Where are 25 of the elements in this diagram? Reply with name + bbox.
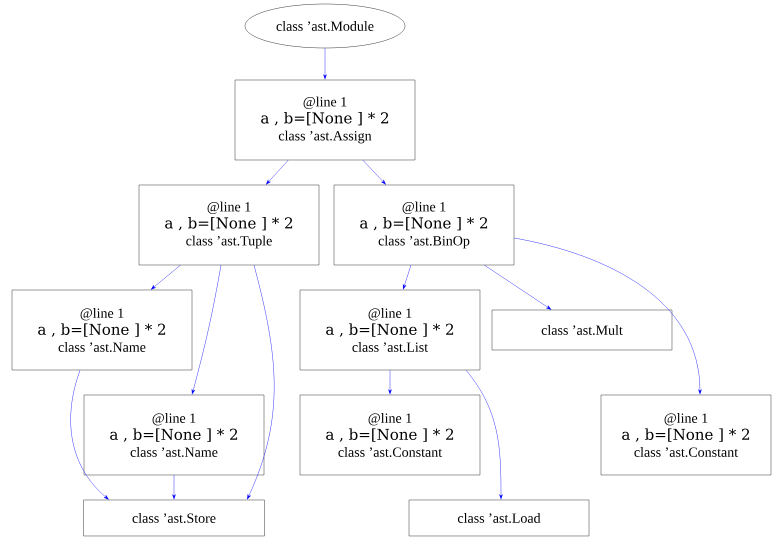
class-box: @line 1 a , b=[None ] * 2 class ’ast.Assign [234, 80, 416, 160]
arrow [192, 265, 222, 394]
arrow [323, 48, 327, 80]
class-box: class ’ast.Store [83, 500, 265, 536]
arrow [388, 370, 392, 394]
class-box: @line 1 a , b=[None ] * 2 class ’ast.Constant [600, 394, 772, 476]
arrow [247, 265, 274, 500]
arrow [266, 160, 288, 185]
ellipse-node: class ’ast.Module [244, 4, 406, 48]
class-box: class ’ast.Load [408, 500, 590, 536]
arrow [70, 370, 109, 500]
arrow [362, 160, 386, 185]
class-box: class ’ast.Mult [492, 310, 672, 350]
arrow [514, 238, 702, 394]
class-box: @line 1 a , b=[None ] * 2 class ’ast.Constant [300, 394, 480, 476]
arrow [172, 475, 176, 500]
arrow [402, 265, 412, 290]
class-box: @line 1 a , b=[None ] * 2 class ’ast.Tuple [138, 184, 320, 266]
arrow [484, 265, 552, 310]
class-box: @line 1 a , b=[None ] * 2 class ’ast.Name [12, 290, 192, 370]
arrow [466, 370, 503, 500]
class-box: @line 1 a , b=[None ] * 2 class ’ast.Name [84, 394, 264, 476]
arrow [150, 265, 181, 290]
class-box: @line 1 a , b=[None ] * 2 class ’ast.BinOp [334, 184, 514, 266]
class-box: @line 1 a , b=[None ] * 2 class ’ast.List [300, 290, 480, 370]
